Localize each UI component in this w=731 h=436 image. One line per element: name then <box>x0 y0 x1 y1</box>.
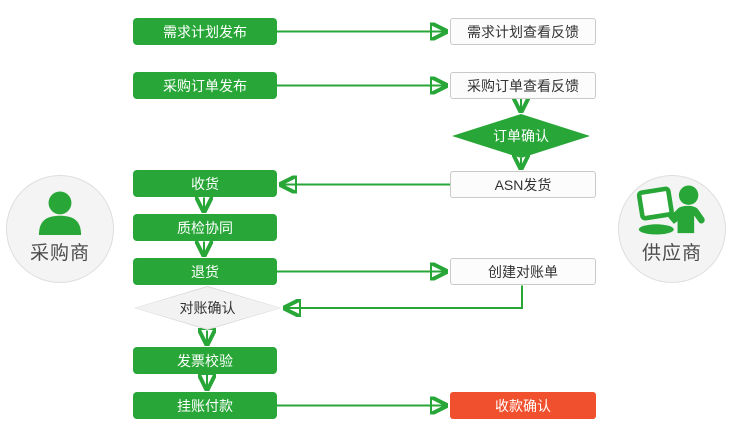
actor-supplier-label: 供应商 <box>641 243 702 264</box>
statement-confirm-label: 对账确认 <box>179 300 236 316</box>
flow-node-demand-publish: 需求计划发布 <box>133 18 277 45</box>
actor-supplier: 供应商 <box>618 175 726 283</box>
flow-node-demand-feedback: 需求计划查看反馈 <box>450 18 596 45</box>
flow-node-statement-confirm: 对账确认 <box>134 286 281 330</box>
flow-node-receipt-confirm: 收款确认 <box>450 392 596 419</box>
supplier-laptop-icon <box>636 185 708 235</box>
flow-node-quality-check: 质检协同 <box>133 214 277 241</box>
flow-node-payment: 挂账付款 <box>133 392 277 419</box>
flow-node-po-feedback: 采购订单查看反馈 <box>450 72 596 99</box>
flow-node-po-publish: 采购订单发布 <box>133 72 277 99</box>
flow-node-asn-ship: ASN发货 <box>450 171 596 198</box>
actor-buyer: 采购商 <box>6 175 114 283</box>
flow-node-invoice-verify: 发票校验 <box>133 347 277 374</box>
flow-node-return-goods: 退货 <box>133 258 277 285</box>
flow-node-create-statement: 创建对账单 <box>450 258 596 285</box>
flow-node-receive: 收货 <box>133 170 277 197</box>
buyer-person-icon <box>37 187 83 235</box>
actor-buyer-label: 采购商 <box>29 243 90 264</box>
flow-node-order-confirm: 订单确认 <box>452 114 590 158</box>
